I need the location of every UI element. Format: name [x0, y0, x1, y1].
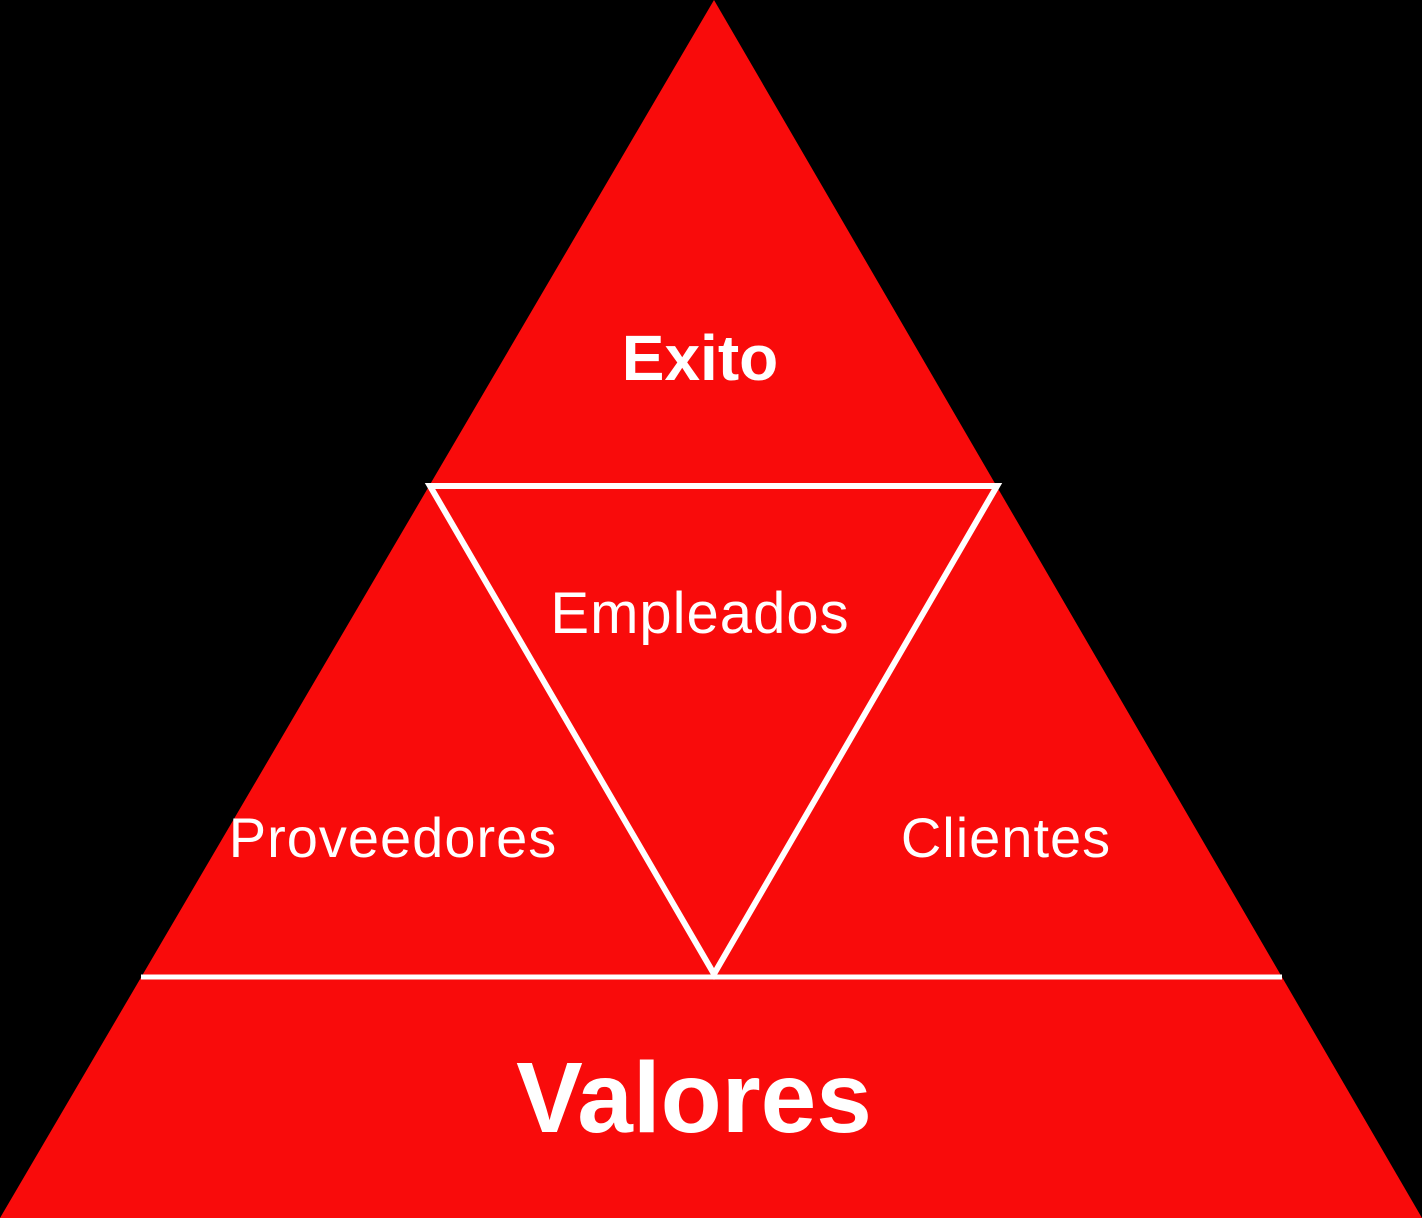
- label-top-exito: Exito: [622, 322, 778, 394]
- label-bottom-valores: Valores: [516, 1042, 872, 1154]
- label-center-empleados: Empleados: [550, 581, 849, 646]
- label-right-clientes: Clientes: [901, 806, 1111, 869]
- inner-triangle-outline: [424, 483, 1003, 980]
- label-left-proveedores: Proveedores: [229, 806, 558, 869]
